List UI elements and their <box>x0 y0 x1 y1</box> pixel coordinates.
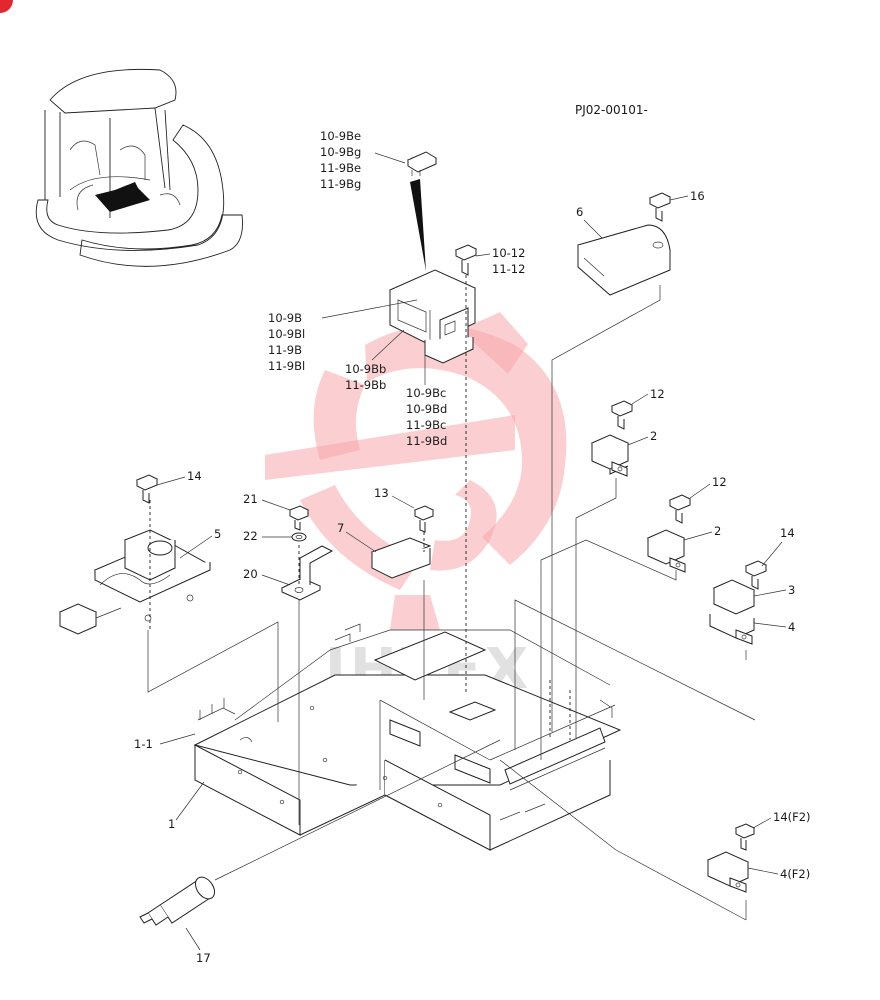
svg-text:11-9Bc: 11-9Bc <box>406 418 446 432</box>
callout-bolt-10-12: 10-12 11-12 <box>492 246 525 276</box>
callout-22: 22 <box>243 529 258 543</box>
bolt-14-left <box>135 474 159 504</box>
svg-text:10-9Bd: 10-9Bd <box>406 402 447 416</box>
connector-part-17 <box>139 876 216 926</box>
base-tray-part-1 <box>193 623 622 851</box>
callout-12-upper: 12 <box>650 387 665 401</box>
drawing-code: PJ02-00101- <box>575 103 648 117</box>
relay-4-f2 <box>706 851 750 893</box>
svg-text:10-9Be: 10-9Be <box>320 129 361 143</box>
svg-text:10-9B: 10-9B <box>268 311 302 325</box>
bolt-16 <box>648 192 672 222</box>
svg-text:11-12: 11-12 <box>492 262 525 276</box>
svg-text:10-9Bl: 10-9Bl <box>268 327 305 341</box>
relay-4 <box>709 614 755 645</box>
relay-bracket-part-5 <box>58 529 212 635</box>
svg-text:10-9Bb: 10-9Bb <box>345 362 386 376</box>
bolt-13 <box>413 505 435 533</box>
svg-text:10-9Bc: 10-9Bc <box>406 386 446 400</box>
callout-box-c-codes: 10-9Bc 10-9Bd 11-9Bc 11-9Bd <box>406 386 447 448</box>
callout-14-f2: 14(F2) <box>773 810 811 824</box>
callout-2-middle: 2 <box>714 524 721 538</box>
bolt-14-right <box>744 560 768 590</box>
fuse-arrow <box>410 179 426 271</box>
callout-14-right: 14 <box>780 526 795 540</box>
relay-3 <box>712 579 756 615</box>
callout-20: 20 <box>243 567 258 581</box>
callout-2-upper: 2 <box>650 429 657 443</box>
svg-text:11-9Bb: 11-9Bb <box>345 378 386 392</box>
callout-7: 7 <box>337 521 344 535</box>
excavator-location-inset <box>35 68 243 267</box>
relay-2-upper <box>590 434 630 477</box>
callout-17: 17 <box>196 951 211 965</box>
callout-1-1: 1-1 <box>134 737 153 751</box>
svg-text:10-12: 10-12 <box>492 246 525 260</box>
callout-13: 13 <box>374 486 389 500</box>
svg-text:11-9Bd: 11-9Bd <box>406 434 447 448</box>
fuse-part <box>406 151 438 176</box>
svg-text:10-9Bg: 10-9Bg <box>320 145 361 159</box>
callout-box-codes: 10-9B 10-9Bl 11-9B 11-9Bl <box>268 311 305 373</box>
svg-text:11-9Bg: 11-9Bg <box>320 177 361 191</box>
callout-14-left: 14 <box>187 469 202 483</box>
relay-2-middle <box>646 529 686 573</box>
callout-21: 21 <box>243 492 258 506</box>
assembly-leader-lines <box>147 275 756 921</box>
callout-fuse-codes: 10-9Be 10-9Bg 11-9Be 11-9Bg <box>320 129 361 191</box>
bolt-10-12 <box>454 244 478 276</box>
callout-16: 16 <box>690 189 705 203</box>
control-unit-part-7 <box>370 537 432 579</box>
bolt-21 <box>288 505 310 531</box>
callout-3: 3 <box>788 583 795 597</box>
bolt-14-f2 <box>734 823 756 851</box>
callout-4-f2: 4(F2) <box>780 867 810 881</box>
svg-text:11-9Be: 11-9Be <box>320 161 361 175</box>
bolt-12-upper <box>610 400 634 430</box>
callout-6: 6 <box>576 205 583 219</box>
callout-1: 1 <box>168 817 175 831</box>
callout-12-middle: 12 <box>712 475 727 489</box>
bracket-part-20 <box>280 545 334 601</box>
fuse-box-part <box>388 269 477 364</box>
callout-4: 4 <box>788 620 795 634</box>
washer-22 <box>291 532 307 542</box>
corner-marker <box>0 0 13 13</box>
callout-box-b-codes: 10-9Bb 11-9Bb <box>345 362 386 392</box>
bolt-12-middle <box>668 494 692 524</box>
cover-part-6 <box>577 224 671 296</box>
callout-5: 5 <box>214 527 221 541</box>
svg-text:11-9Bl: 11-9Bl <box>268 359 305 373</box>
svg-text:11-9B: 11-9B <box>268 343 302 357</box>
